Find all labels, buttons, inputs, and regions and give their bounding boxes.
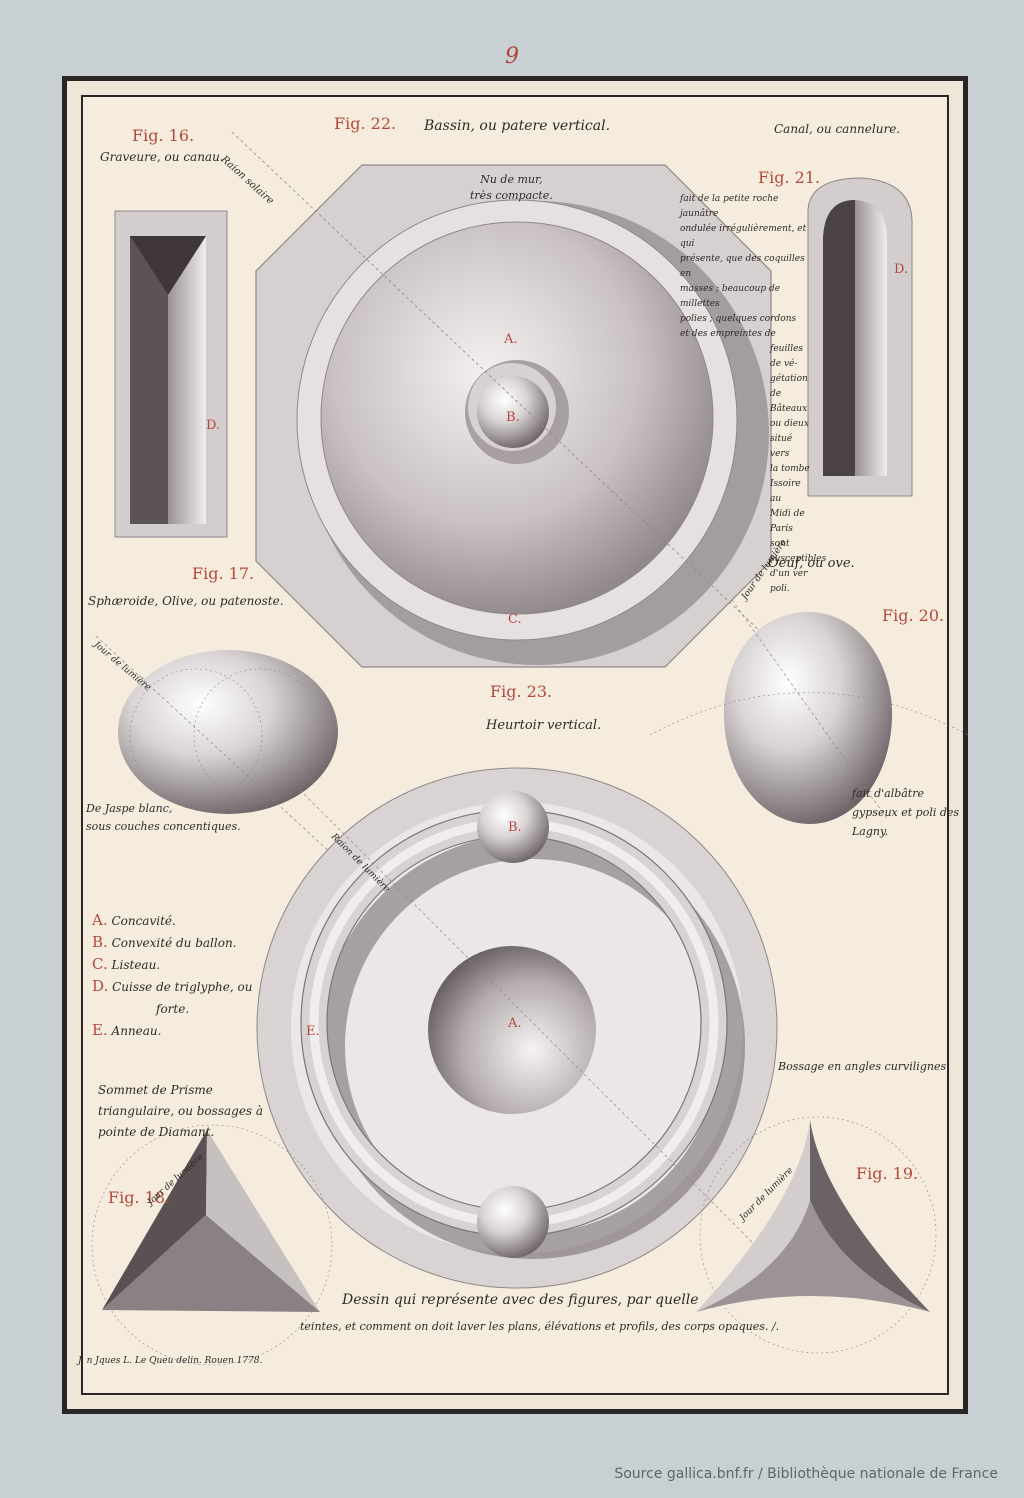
albatre-note: fait d'albâtre gypseux et poli des Lagny… [852,784,959,841]
fig21-channel-drawing [807,177,913,497]
fig23-label: Fig. 23. [490,682,553,701]
side-note-line-16: susceptibles [770,554,827,564]
side-note-line-15: Paris sont [770,524,793,549]
jaspe-note: De Jaspe blanc, sous couches concentique… [86,800,241,836]
legend-item: forte. [156,1002,190,1016]
fig21-letter-d: D. [894,262,909,277]
fig23-title: Heurtoir vertical. [486,718,602,733]
fig19-title: Bossage en angles curvilignes [778,1060,947,1073]
legend-item: C. Listeau. [92,955,161,973]
fig17-label: Fig. 17. [192,564,255,583]
jaspe-line1: De Jaspe blanc, [86,802,173,815]
caption-line1: Dessin qui représente avec des figures, … [342,1292,699,1308]
fig22-basin-drawing [231,131,781,668]
side-note-line-12: la tombe [770,464,810,474]
fig23-letter-a: A. [508,1016,522,1031]
fig18-title: Sommet de Prisme triangulaire, ou bossag… [98,1080,263,1143]
nu-de-mur-line2: très compacte. [470,189,553,202]
caption-line2: teintes, et comment on doit laver les pl… [300,1320,780,1333]
stone-description-note: fait de la petite roche jaunâtre ondulée… [680,192,827,597]
legend: A. Concavité. B. Convexité du ballon. C.… [92,910,252,1042]
fig17-spheroid-drawing [95,635,361,881]
nu-de-mur-note: Nu de mur, très compacte. [470,172,553,204]
fig19-bossage-drawing [696,1116,937,1354]
legend-item: D. Cuisse de triglyphe, ou [92,977,253,995]
fig18-title-line2: triangulaire, ou bossages à [98,1104,264,1118]
side-note-line-6: et des empreintes de [680,329,776,339]
fig21-title: Canal, ou cannelure. [774,122,901,136]
fig22-letter-b: B. [506,410,520,425]
side-note-line-2: ondulée irrégulièrement, et qui [680,224,807,249]
fig18-title-line1: Sommet de Prisme [98,1083,213,1097]
page-number: 9 [505,44,519,69]
fig18-prism-drawing [91,1124,333,1366]
side-note-line-9: Bâteaux [770,404,808,414]
fig20-egg-drawing [649,599,969,824]
fig19-label: Fig. 19. [856,1164,919,1183]
side-note-line-10: ou dieux [770,419,809,429]
fig20-label: Fig. 20. [882,606,945,625]
legend-item: B. Convexité du ballon. [92,933,237,951]
fig22-title: Bassin, ou patere vertical. [424,118,611,134]
albatre-line2: gypseux et poli des [852,806,960,819]
side-note-line-7: feuilles de vé- [770,344,804,369]
fig22-letter-c: C. [508,612,522,627]
side-note-line-5: polies ; quelques cordons [680,314,797,324]
signature: J. n Jques L. Le Queu delin. Rouen 1778. [78,1356,263,1366]
fig23-knocker-drawing [256,767,778,1289]
fig16-title: Graveure, ou canau. [100,150,224,164]
side-note-line-1: fait de la petite roche jaunâtre [680,194,779,219]
side-note-line-13: Issoire au [770,479,801,504]
fig23-letter-b: B. [508,820,522,835]
fig22-letter-a: A. [504,332,518,347]
side-note-line-17: d'un ver poli. [770,569,808,594]
side-note-line-14: Midi de [770,509,805,519]
fig22-label: Fig. 22. [334,114,397,133]
fig23-letter-e: E. [306,1024,320,1039]
fig18-label: Fig. 18. [108,1188,171,1207]
source-credit: Source gallica.bnf.fr / Bibliothèque nat… [614,1466,998,1482]
nu-de-mur-line1: Nu de mur, [480,173,543,186]
fig16-label: Fig. 16. [132,126,195,145]
fig21-label: Fig. 21. [758,168,821,187]
fig18-title-line3: pointe de Diamant. [98,1125,215,1139]
albatre-line3: Lagny. [852,825,889,838]
side-note-line-11: situé vers [770,434,793,459]
fig16-letter-d: D. [206,418,221,433]
legend-item: E. Anneau. [92,1021,162,1039]
fig16-groove-drawing [114,210,228,538]
side-note-line-8: gétation de [770,374,808,399]
fig20-title: Oeuf, ou ove. [768,556,855,571]
albatre-line1: fait d'albâtre [852,787,924,800]
side-note-line-4: masses ; beaucoup de millettes [680,284,781,309]
legend-item: A. Concavité. [92,911,176,929]
fig17-title: Sphæroide, Olive, ou patenoste. [88,594,284,608]
side-note-line-3: présente, que des coquilles en [680,254,805,279]
jaspe-line2: sous couches concentiques. [86,820,241,833]
